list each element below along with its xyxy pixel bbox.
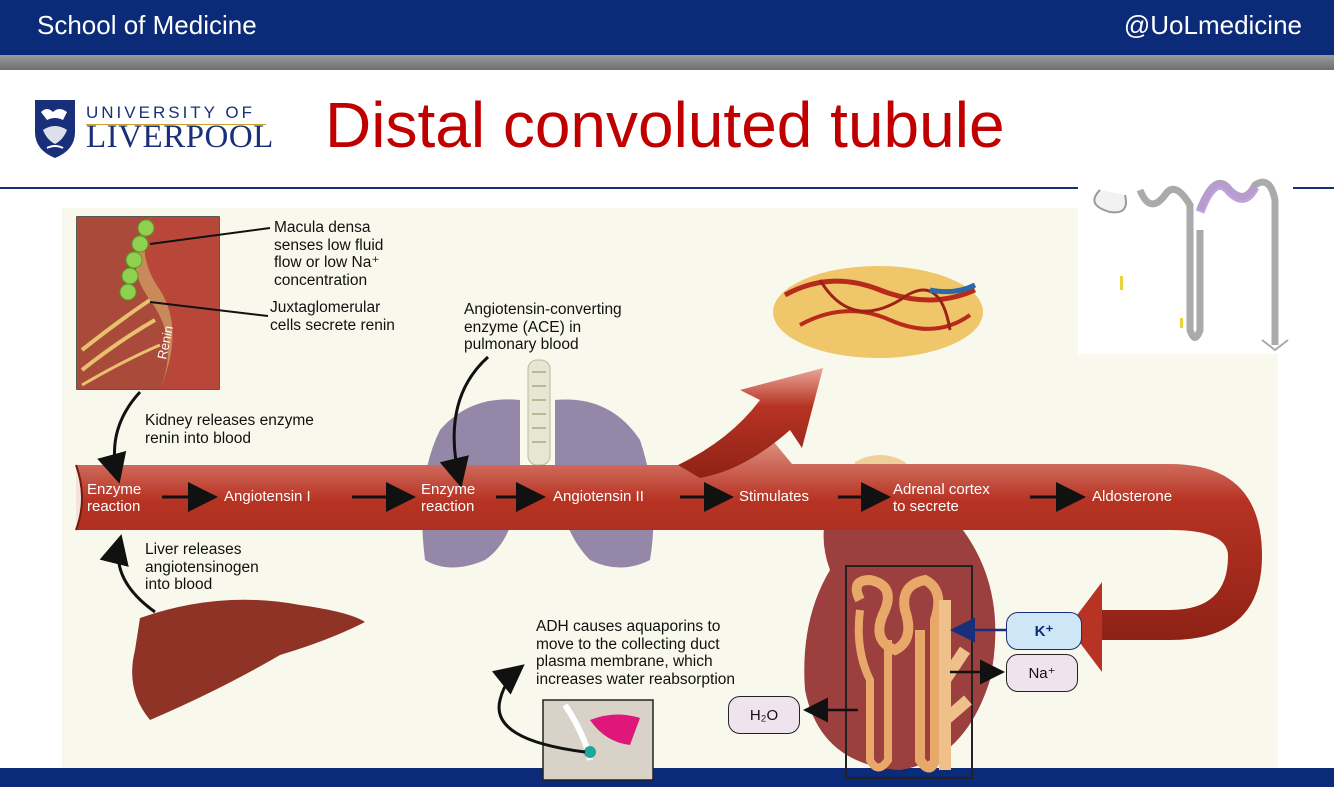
tubule-inset (845, 565, 973, 779)
title-rule (0, 187, 1334, 189)
pointer-lines (97, 227, 1005, 754)
sodium-pill: Na⁺ (1006, 654, 1078, 692)
top-bar: School of Medicine @UoLmedicine (0, 0, 1334, 55)
twitter-handle: @UoLmedicine (1123, 10, 1302, 40)
vessel-loop-arrowhead (1068, 582, 1102, 672)
university-crest-icon (35, 100, 75, 158)
bottom-bar (0, 768, 1334, 787)
potassium-pill: K⁺ (1006, 612, 1082, 650)
logo-university-of: UNIVERSITY OF (86, 103, 256, 122)
flow-angiotensin-1: Angiotensin I (224, 488, 311, 505)
gray-strip (0, 55, 1334, 70)
logo-liverpool: LIVERPOOL (86, 119, 274, 155)
capillary-bed-illustration (773, 266, 983, 358)
flow-angiotensin-2: Angiotensin II (553, 488, 644, 505)
juxtaglomerular-inset (76, 216, 220, 390)
renin-tag: Renin (154, 324, 176, 360)
school-name: School of Medicine (37, 10, 257, 40)
water-pill: H₂O (728, 696, 800, 734)
nephron-inset (1078, 178, 1293, 354)
flow-stimulates: Stimulates (739, 488, 810, 505)
pituitary-inset (542, 699, 654, 781)
liver-illustration (132, 599, 365, 720)
blood-vessel (76, 425, 1262, 640)
vessel-branch-arrow (678, 368, 823, 478)
flow-aldosterone: Aldosterone (1092, 488, 1173, 505)
logo-divider (86, 124, 266, 125)
slide-title: Distal convoluted tubule (325, 89, 1005, 161)
